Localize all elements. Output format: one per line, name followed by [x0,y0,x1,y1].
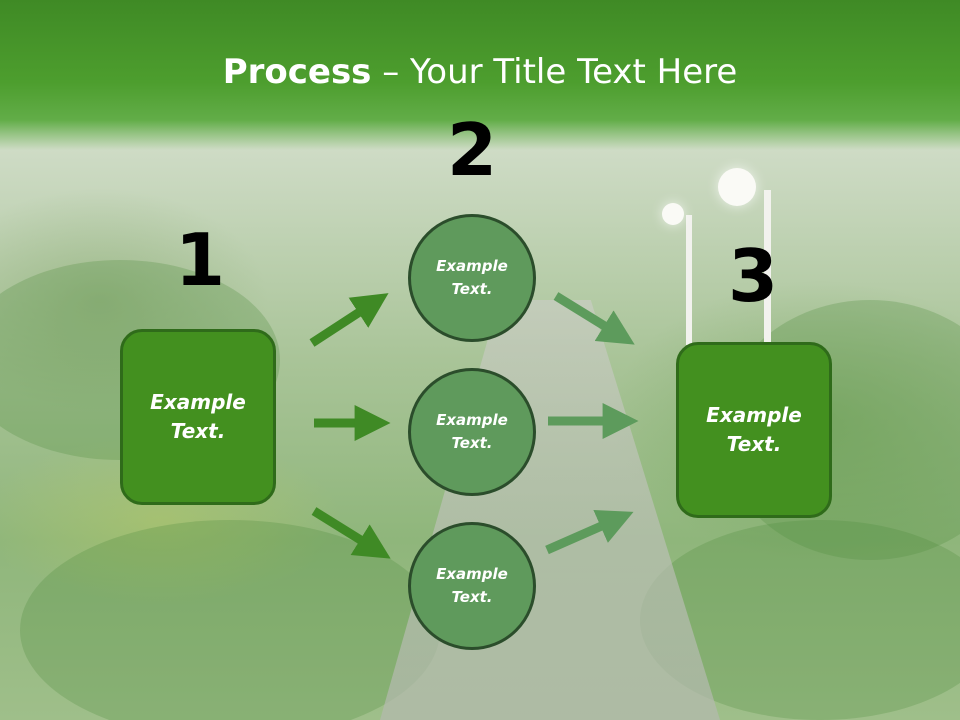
right-box-label: Example Text. [706,403,802,456]
right-process-box[interactable]: Example Text. [676,342,832,518]
step-number-1: 1 [174,218,226,302]
title-rest: – Your Title Text Here [371,52,738,92]
title-bar [0,0,960,150]
title-bold: Process [222,52,372,92]
lamp-light-icon [718,168,756,206]
arrow-to-circle-top [309,293,389,347]
left-process-box[interactable]: Example Text. [120,329,276,505]
circle-bottom-label: Example Text. [436,565,508,606]
step-number-3: 3 [727,234,779,318]
arrow-to-circle-bottom [311,507,391,559]
circle-top-label: Example Text. [436,257,508,298]
circle-middle-label: Example Text. [436,411,508,452]
arrow-from-circle-top [553,292,635,345]
lamp-light-icon [662,203,684,225]
circle-middle[interactable]: Example Text. [408,368,536,496]
circle-top[interactable]: Example Text. [408,214,536,342]
left-box-label: Example Text. [150,390,246,443]
circle-bottom[interactable]: Example Text. [408,522,536,650]
arrow-from-circle-bottom [545,509,634,555]
lamp-post-icon [764,190,771,345]
lamp-post-icon [686,215,692,345]
slide-title[interactable]: Process – Your Title Text Here [0,52,960,92]
step-number-2: 2 [446,108,498,192]
